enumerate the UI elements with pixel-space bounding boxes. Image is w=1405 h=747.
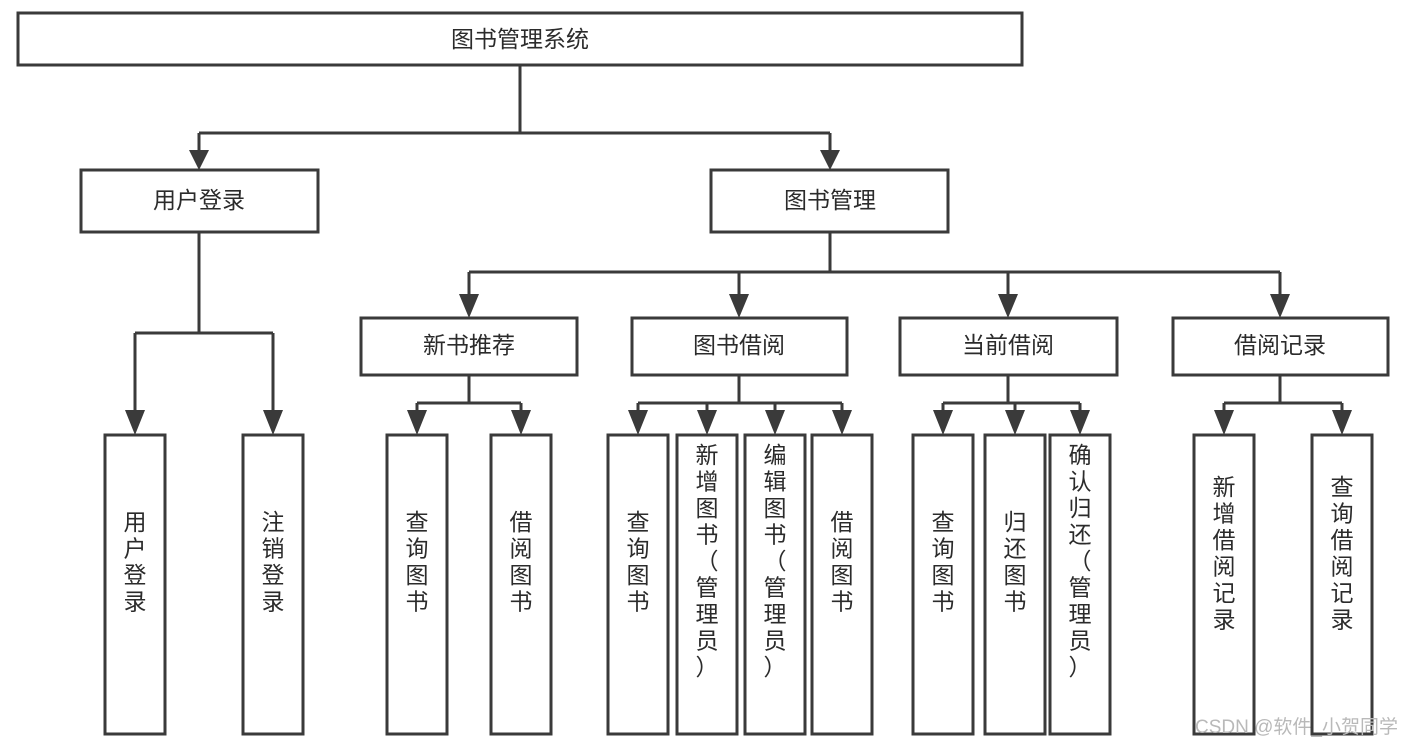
- arrowhead-leaf-query-book-3: [933, 410, 953, 435]
- node-leaf-confirm-return-box[interactable]: [1048, 433, 1112, 736]
- node-leaf-logout-login-label: 注销登录: [262, 509, 285, 615]
- arrowhead-leaf-query-book-2: [628, 410, 648, 435]
- node-leaf-query-record-box[interactable]: [1310, 433, 1374, 736]
- node-leaf-query-book-3[interactable]: 查询图书: [911, 433, 975, 736]
- node-leaf-user-login-label: 用户登录: [124, 509, 147, 615]
- node-borrow-record-label: 借阅记录: [1234, 332, 1326, 358]
- node-user-login-box[interactable]: [79, 168, 320, 234]
- arrowhead-user-login: [189, 150, 209, 170]
- arrowhead-leaf-query-record: [1332, 410, 1352, 435]
- node-leaf-query-book-3-label: 查询图书: [932, 509, 955, 615]
- node-leaf-confirm-return-label: 确认归还（管理员）: [1069, 442, 1092, 680]
- node-leaf-query-record[interactable]: 查询借阅记录: [1310, 433, 1374, 736]
- node-leaf-query-record-label: 查询借阅记录: [1331, 474, 1354, 633]
- node-current-borrow-label: 当前借阅: [962, 332, 1054, 358]
- node-book-manage-label: 图书管理: [784, 187, 876, 213]
- watermark-label: CSDN @软件_小贺同学: [1195, 716, 1398, 738]
- arrowhead-leaf-add-book: [697, 410, 717, 435]
- node-leaf-edit-book-box[interactable]: [743, 433, 807, 736]
- node-leaf-add-book-box[interactable]: [675, 433, 739, 736]
- node-leaf-query-book-2[interactable]: 查询图书: [606, 433, 670, 736]
- node-leaf-user-login-box[interactable]: [103, 433, 167, 736]
- node-leaf-borrow-book-1-box[interactable]: [489, 433, 553, 736]
- node-book-manage[interactable]: 图书管理: [709, 168, 950, 234]
- node-book-borrow[interactable]: 图书借阅: [630, 316, 849, 377]
- node-new-book-recommend[interactable]: 新书推荐: [359, 316, 579, 377]
- node-leaf-add-record-box[interactable]: [1192, 433, 1256, 736]
- node-book-manage-box[interactable]: [709, 168, 950, 234]
- arrowhead-borrow-record: [1270, 294, 1290, 318]
- node-leaf-edit-book[interactable]: 编辑图书（管理员）: [743, 433, 807, 736]
- node-leaf-borrow-book-2-box[interactable]: [810, 433, 874, 736]
- node-leaf-borrow-book-2-label: 借阅图书: [831, 509, 854, 615]
- node-borrow-record[interactable]: 借阅记录: [1171, 316, 1390, 377]
- node-current-borrow-box[interactable]: [898, 316, 1119, 377]
- node-root-box[interactable]: [16, 11, 1024, 67]
- node-user-login[interactable]: 用户登录: [79, 168, 320, 234]
- node-leaf-query-book-3-box[interactable]: [911, 433, 975, 736]
- arrowhead-book-borrow: [729, 294, 749, 318]
- node-root[interactable]: 图书管理系统: [16, 11, 1024, 67]
- arrowhead-leaf-logout-login: [263, 410, 283, 435]
- node-leaf-borrow-book-1[interactable]: 借阅图书: [489, 433, 553, 736]
- node-leaf-return-book-label: 归还图书: [1004, 509, 1027, 615]
- node-leaf-logout-login-box[interactable]: [241, 433, 305, 736]
- arrowhead-leaf-query-book-1: [407, 410, 427, 435]
- node-leaf-add-book[interactable]: 新增图书（管理员）: [675, 433, 739, 736]
- node-current-borrow[interactable]: 当前借阅: [898, 316, 1119, 377]
- node-leaf-borrow-book-2[interactable]: 借阅图书: [810, 433, 874, 736]
- arrowhead-leaf-confirm-return: [1070, 410, 1090, 435]
- arrowhead-leaf-borrow-book-2: [832, 410, 852, 435]
- node-leaf-user-login[interactable]: 用户登录: [103, 433, 167, 736]
- node-leaf-add-book-label: 新增图书（管理员）: [696, 442, 719, 680]
- arrowhead-book-manage: [820, 150, 840, 170]
- node-leaf-return-book[interactable]: 归还图书: [983, 433, 1047, 736]
- node-leaf-query-book-1[interactable]: 查询图书: [385, 433, 449, 736]
- node-leaf-borrow-book-1-label: 借阅图书: [510, 509, 533, 615]
- connector-layer: [125, 65, 1352, 435]
- arrowhead-current-borrow: [998, 294, 1018, 318]
- node-leaf-query-book-1-label: 查询图书: [406, 509, 429, 615]
- arrowhead-leaf-edit-book: [765, 410, 785, 435]
- node-root-label: 图书管理系统: [451, 26, 589, 52]
- node-leaf-edit-book-label: 编辑图书（管理员）: [764, 442, 787, 680]
- node-book-borrow-box[interactable]: [630, 316, 849, 377]
- node-leaf-add-record[interactable]: 新增借阅记录: [1192, 433, 1256, 736]
- arrowhead-leaf-return-book: [1005, 410, 1025, 435]
- node-leaf-return-book-box[interactable]: [983, 433, 1047, 736]
- node-user-login-label: 用户登录: [153, 187, 245, 213]
- node-leaf-add-record-label: 新增借阅记录: [1213, 474, 1236, 633]
- node-leaf-query-book-2-box[interactable]: [606, 433, 670, 736]
- node-leaf-confirm-return[interactable]: 确认归还（管理员）: [1048, 433, 1112, 736]
- arrowhead-leaf-user-login: [125, 410, 145, 435]
- arrowhead-leaf-borrow-book-1: [511, 410, 531, 435]
- arrowhead-new-book-recommend: [459, 294, 479, 318]
- node-new-book-recommend-box[interactable]: [359, 316, 579, 377]
- node-leaf-logout-login[interactable]: 注销登录: [241, 433, 305, 736]
- node-leaf-query-book-1-box[interactable]: [385, 433, 449, 736]
- node-new-book-recommend-label: 新书推荐: [423, 332, 515, 358]
- node-leaf-query-book-2-label: 查询图书: [627, 509, 650, 615]
- node-borrow-record-box[interactable]: [1171, 316, 1390, 377]
- arrowhead-leaf-add-record: [1214, 410, 1234, 435]
- node-book-borrow-label: 图书借阅: [693, 332, 785, 358]
